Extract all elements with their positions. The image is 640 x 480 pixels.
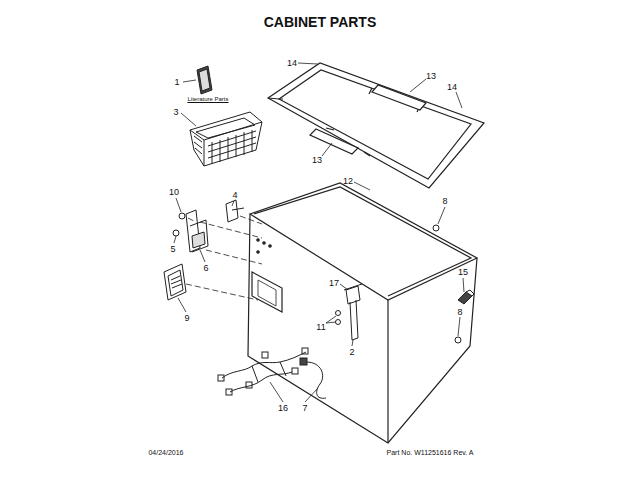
callout-number: 4	[232, 191, 237, 200]
section-label: Literature Parts	[187, 96, 228, 102]
callout-number: 7	[302, 404, 307, 413]
part-number: Part No. W11251616 Rev. A	[387, 449, 474, 456]
callout-number: 15	[458, 268, 468, 277]
callout-number: 6	[203, 264, 208, 273]
callout-number: 14	[287, 59, 297, 68]
callout-number: 8	[442, 197, 447, 206]
callout-number: 13	[426, 72, 436, 81]
callout-number: 5	[170, 245, 175, 254]
screw	[433, 225, 439, 231]
callout-number: 2	[349, 348, 354, 357]
callout-number: 9	[184, 314, 189, 323]
callout-number: 17	[329, 279, 339, 288]
basket	[190, 112, 262, 166]
assembly-line	[186, 216, 262, 300]
wire-harness	[218, 348, 326, 398]
callout-number: 3	[173, 108, 178, 117]
defrost-drain	[336, 284, 363, 340]
knob	[458, 290, 474, 304]
literature-booklet	[197, 66, 212, 94]
gasket-frame	[268, 63, 484, 188]
callout-number: 14	[447, 83, 457, 92]
callout-number: 13	[312, 156, 322, 165]
callout-number: 11	[316, 323, 325, 332]
cabinet	[248, 183, 477, 443]
date-label: 04/24/2016	[148, 449, 183, 456]
callout-number: 12	[343, 177, 353, 186]
callout-number: 1	[174, 78, 179, 87]
screw	[455, 337, 461, 343]
control-panel	[164, 264, 186, 300]
callout-number: 10	[169, 188, 179, 197]
power-cord	[306, 362, 326, 398]
page-title: CABINET PARTS	[264, 15, 377, 29]
callout-number: 16	[278, 404, 288, 413]
leader-line	[174, 63, 464, 402]
control-bracket	[173, 200, 244, 252]
callout-number: 8	[457, 308, 462, 317]
